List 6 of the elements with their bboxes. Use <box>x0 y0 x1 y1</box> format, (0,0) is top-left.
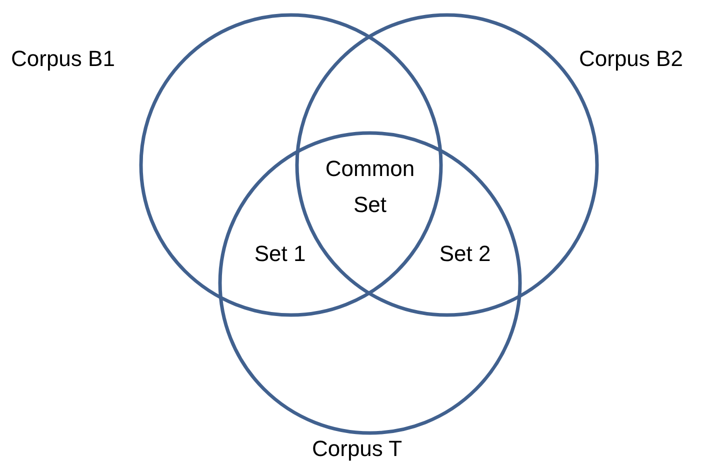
set-label: Corpus B2 <box>579 46 683 72</box>
region-label: Common Set <box>325 155 415 219</box>
set-label: Corpus T <box>312 436 402 462</box>
region-label: Set 1 <box>253 240 307 268</box>
region-label: Set 2 <box>438 240 492 268</box>
set-label: Corpus B1 <box>11 46 115 72</box>
